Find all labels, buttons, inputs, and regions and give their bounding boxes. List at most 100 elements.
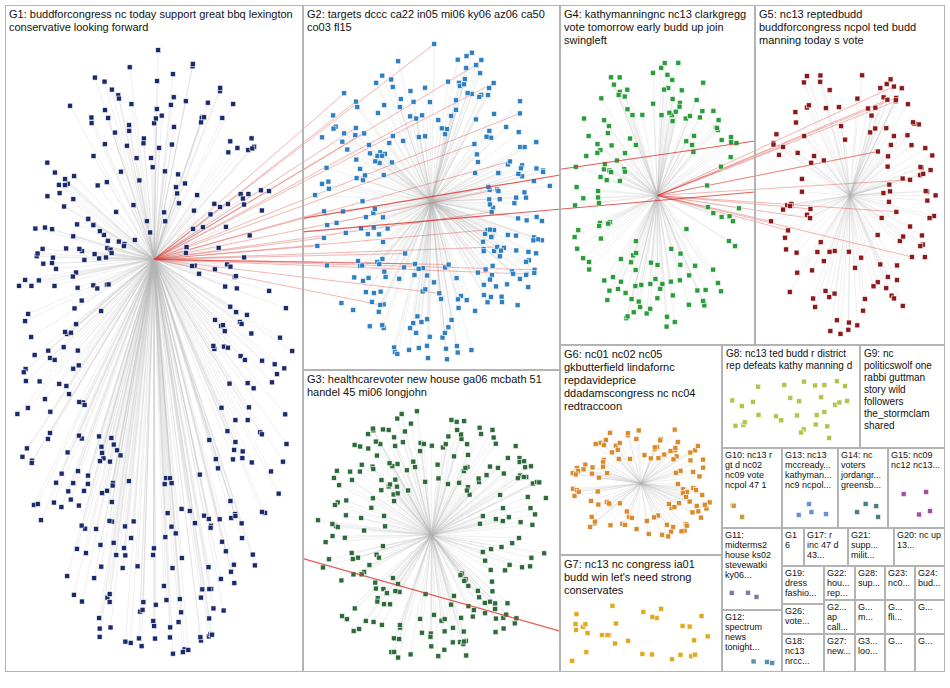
vertex-icon <box>62 204 67 209</box>
vertex-icon <box>68 330 73 335</box>
vertex-icon <box>199 120 204 125</box>
tie-line <box>432 461 525 535</box>
tie-line <box>850 196 912 258</box>
tie-line <box>650 196 657 309</box>
tie-line <box>397 419 431 535</box>
vertex-icon <box>92 252 97 257</box>
vertex-icon <box>94 526 99 531</box>
vertex-icon <box>242 357 247 362</box>
tie-line <box>334 478 432 535</box>
tie-line <box>850 196 920 247</box>
vertex-icon <box>622 169 627 174</box>
vertex-icon <box>516 130 521 135</box>
vertex-icon <box>79 298 84 303</box>
vertex-icon <box>99 308 104 313</box>
tie-line <box>850 174 923 196</box>
vertex-icon <box>522 145 527 150</box>
vertex-icon <box>472 141 477 146</box>
tie-line <box>432 535 507 615</box>
vertex-icon <box>152 624 157 629</box>
tie-line <box>394 535 432 638</box>
cross-tie <box>658 196 789 231</box>
vertex-icon <box>587 259 592 264</box>
vertex-icon <box>497 254 502 259</box>
tie-line <box>432 154 477 201</box>
vertex-icon <box>112 130 117 135</box>
vertex-icon <box>233 439 238 444</box>
tie-line <box>600 150 657 195</box>
tie-line <box>101 259 154 446</box>
vertex-icon <box>114 209 119 214</box>
tie-line <box>576 167 658 196</box>
tie-line <box>344 93 431 201</box>
vertex-icon <box>274 372 279 377</box>
vertex-icon <box>164 598 169 603</box>
tie-line <box>154 259 220 519</box>
vertex-icon <box>367 142 372 147</box>
tie-line <box>432 202 490 205</box>
vertex-icon <box>190 263 195 268</box>
tie-line <box>432 202 508 235</box>
tie-line <box>641 484 668 537</box>
tie-line <box>609 196 657 291</box>
tie-line <box>432 521 503 535</box>
tie-line <box>154 259 172 526</box>
tie-line <box>390 463 432 535</box>
tie-line <box>154 259 286 444</box>
tie-line <box>641 430 675 484</box>
vertex-icon <box>68 103 73 108</box>
tie-line <box>346 515 432 535</box>
vertex-icon <box>183 250 188 255</box>
vertex-icon <box>171 95 176 100</box>
vertex-icon <box>617 75 622 80</box>
vertex-icon <box>358 166 363 171</box>
vertex-icon <box>71 481 76 486</box>
vertex-icon <box>345 147 350 152</box>
vertex-icon <box>212 267 217 272</box>
vertex-icon <box>108 625 113 630</box>
tie-line <box>658 128 718 196</box>
vertex-icon <box>129 535 134 540</box>
vertex-icon <box>465 91 470 96</box>
vertex-icon <box>282 366 287 371</box>
tie-line <box>658 196 661 289</box>
tie-line <box>658 196 681 254</box>
vertex-icon <box>414 330 419 335</box>
vertex-icon <box>272 362 277 367</box>
vertex-icon <box>584 153 589 158</box>
tie-line <box>432 535 505 570</box>
tie-line <box>118 95 154 259</box>
vertex-icon <box>233 513 238 518</box>
vertex-icon <box>512 201 517 206</box>
vertex-icon <box>162 482 167 487</box>
tie-line <box>154 259 227 431</box>
tie-line <box>658 83 704 196</box>
tie-line <box>432 477 524 535</box>
vertex-icon <box>195 193 200 198</box>
vertex-icon <box>99 444 104 449</box>
vertex-icon <box>206 565 211 570</box>
tie-line <box>432 119 476 201</box>
vertex-icon <box>411 99 416 104</box>
cross-tie <box>154 144 474 259</box>
cross-tie <box>658 196 912 258</box>
vertex-icon <box>75 348 80 353</box>
vertex-icon <box>219 405 224 410</box>
vertex-icon <box>232 447 237 452</box>
tie-lines <box>17 44 935 658</box>
vertex-icon <box>201 115 206 120</box>
tie-line <box>850 145 911 195</box>
tie-line <box>850 152 878 196</box>
tie-line <box>601 98 657 195</box>
vertex-icon <box>100 491 105 496</box>
vertex-icon <box>114 553 119 558</box>
tie-line <box>154 259 213 345</box>
tie-line <box>154 259 262 434</box>
vertex-icon <box>379 153 384 158</box>
tie-line <box>791 196 850 204</box>
tie-line <box>641 472 693 484</box>
vertex-icon <box>443 132 448 137</box>
vertex-icon <box>382 269 387 274</box>
vertex-icon <box>63 183 68 188</box>
